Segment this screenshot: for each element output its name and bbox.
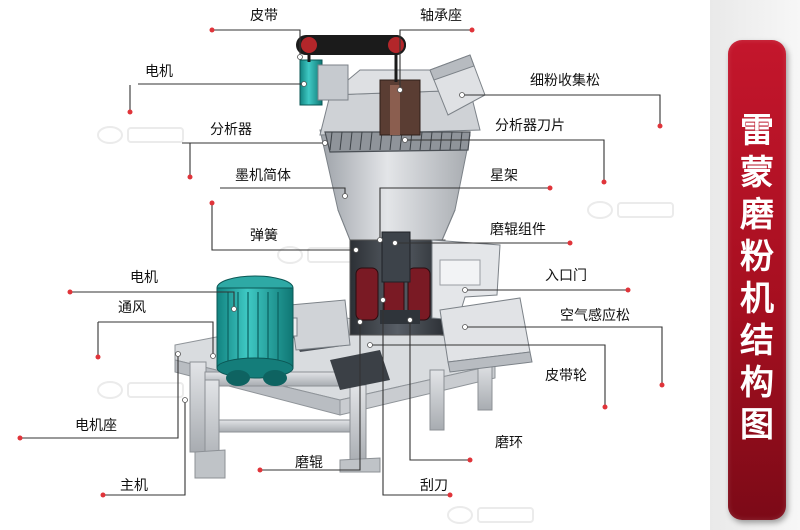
inlet-door: [431, 239, 501, 321]
page-title: 雷蒙磨粉机结构图: [740, 111, 774, 445]
label-mill-body: 墨机简体: [235, 168, 291, 184]
label-scraper: 刮刀: [420, 478, 448, 494]
label-ventilation: 通风: [118, 300, 146, 316]
label-grinding-ring: 磨环: [495, 435, 523, 451]
label-motor-bottom: 电机: [130, 270, 158, 286]
label-fine-powder-outlet: 细粉收集松: [530, 73, 600, 89]
pointer-dot: [127, 109, 133, 115]
label-classifier-blade: 分析器刀片: [495, 118, 565, 134]
label-bearing-seat: 轴承座: [420, 8, 462, 24]
pointer-dot: [547, 185, 553, 191]
title-band: 雷蒙磨粉机结构图: [728, 40, 786, 520]
label-main-unit: 主机: [120, 478, 148, 494]
label-motor-base: 电机座: [75, 418, 117, 434]
mill-body: [319, 129, 471, 336]
pointer-dot: [95, 354, 101, 360]
air-duct: [439, 297, 533, 373]
pointer-dot: [657, 123, 663, 129]
machine-diagram: [17, 27, 674, 524]
pointer-dot: [209, 200, 215, 206]
label-classifier: 分析器: [210, 122, 252, 138]
label-spring: 弹簧: [250, 228, 278, 244]
label-motor-top: 电机: [145, 64, 173, 80]
label-inlet-door: 入口门: [545, 268, 587, 284]
label-roller-assembly: 磨辊组件: [490, 222, 546, 238]
pointer-dot: [187, 174, 193, 180]
pointer-dot: [625, 287, 631, 293]
label-star-frame: 星架: [490, 168, 518, 184]
pointer-dot: [601, 179, 607, 185]
pointer-dot: [447, 492, 453, 498]
target-dots: [175, 54, 468, 403]
main-motor: [216, 275, 294, 386]
pointer-dot: [257, 467, 263, 473]
pointer-dot: [659, 382, 665, 388]
outlet-pipe: [429, 54, 486, 116]
leader-lines: [20, 29, 663, 496]
pointer-dot: [469, 27, 475, 33]
pointer-dots: [17, 27, 665, 498]
classifier-head: [319, 69, 481, 153]
label-grinding-roller: 磨辊: [295, 455, 323, 471]
label-belt-wheel: 皮带轮: [545, 368, 587, 384]
side-panel: 雷蒙磨粉机结构图: [710, 0, 800, 530]
label-air-sensor: 空气感应松: [560, 308, 630, 324]
pointer-dot: [67, 289, 73, 295]
label-belt: 皮带: [250, 8, 278, 24]
pointer-dot: [567, 240, 573, 246]
pointer-dot: [602, 404, 608, 410]
pointer-dot: [17, 435, 23, 441]
pointer-dot: [209, 27, 215, 33]
pointer-dot: [100, 492, 106, 498]
pointer-dot: [467, 457, 473, 463]
